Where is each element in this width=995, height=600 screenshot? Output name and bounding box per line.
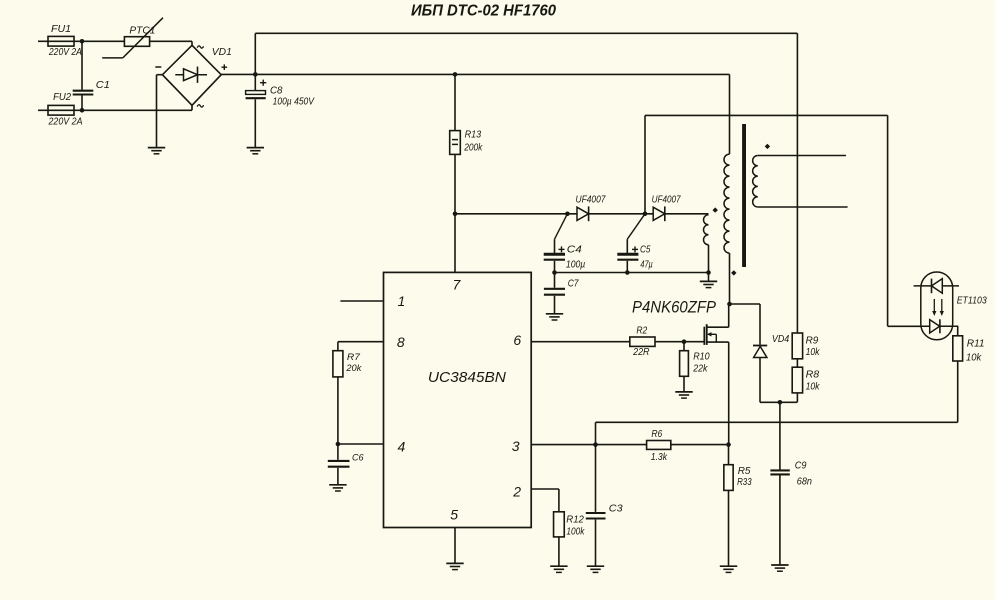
svg-text:VD4: VD4 <box>772 333 790 345</box>
svg-text:1.3k: 1.3k <box>651 451 668 463</box>
svg-text:R7: R7 <box>347 352 361 363</box>
svg-text:68n: 68n <box>797 475 812 487</box>
svg-text:R8: R8 <box>806 369 820 381</box>
svg-text:UF4007: UF4007 <box>652 194 681 205</box>
svg-text:10k: 10k <box>806 346 821 358</box>
svg-text:PTC1: PTC1 <box>129 25 155 37</box>
svg-text:200k: 200k <box>463 142 483 154</box>
svg-text:FU1: FU1 <box>51 23 71 35</box>
svg-text:R10: R10 <box>693 351 710 363</box>
svg-text:C8: C8 <box>270 84 283 96</box>
svg-text:47µ: 47µ <box>640 259 653 270</box>
svg-text:8: 8 <box>397 334 405 350</box>
svg-text:UF4007: UF4007 <box>576 194 606 205</box>
svg-text:R9: R9 <box>806 335 819 347</box>
svg-text:FU2: FU2 <box>53 91 71 103</box>
svg-text:20k: 20k <box>345 363 362 374</box>
svg-text:P4NK60ZFP: P4NK60ZFP <box>632 297 717 316</box>
svg-text:220V 2A: 220V 2A <box>48 47 82 58</box>
svg-text:1: 1 <box>398 293 406 309</box>
svg-text:C3: C3 <box>609 503 623 515</box>
svg-text:C7: C7 <box>568 278 580 290</box>
svg-text:C4: C4 <box>567 244 582 256</box>
svg-text:R11: R11 <box>967 338 985 350</box>
svg-text:5: 5 <box>450 507 458 523</box>
svg-text:R2: R2 <box>636 324 647 336</box>
svg-text:2: 2 <box>512 484 521 500</box>
svg-text:3: 3 <box>512 438 520 454</box>
svg-text:R12: R12 <box>566 514 584 526</box>
svg-text:10k: 10k <box>966 352 982 364</box>
svg-text:C1: C1 <box>96 79 110 91</box>
svg-text:C5: C5 <box>640 244 651 256</box>
svg-text:100µ 450V: 100µ 450V <box>273 97 316 108</box>
svg-text:10k: 10k <box>806 381 821 393</box>
svg-text:C9: C9 <box>795 460 807 472</box>
svg-text:100k: 100k <box>566 526 585 538</box>
svg-text:ИБП DTC-02 HF1760: ИБП DTC-02 HF1760 <box>411 3 556 20</box>
svg-text:ET1103: ET1103 <box>957 295 987 307</box>
svg-text:4: 4 <box>398 438 406 454</box>
svg-text:VD1: VD1 <box>212 46 232 58</box>
svg-text:R6: R6 <box>651 428 662 440</box>
svg-text:22k: 22k <box>692 363 708 375</box>
svg-text:22R: 22R <box>632 346 650 358</box>
svg-text:C6: C6 <box>352 452 364 463</box>
svg-text:R13: R13 <box>465 128 482 140</box>
svg-text:100µ: 100µ <box>566 260 586 271</box>
svg-text:7: 7 <box>453 276 462 292</box>
svg-text:R5: R5 <box>738 465 751 477</box>
svg-text:6: 6 <box>513 332 521 348</box>
svg-text:220V 2A: 220V 2A <box>48 116 83 127</box>
svg-text:UC3845BN: UC3845BN <box>428 370 507 386</box>
svg-text:R33: R33 <box>737 476 752 488</box>
